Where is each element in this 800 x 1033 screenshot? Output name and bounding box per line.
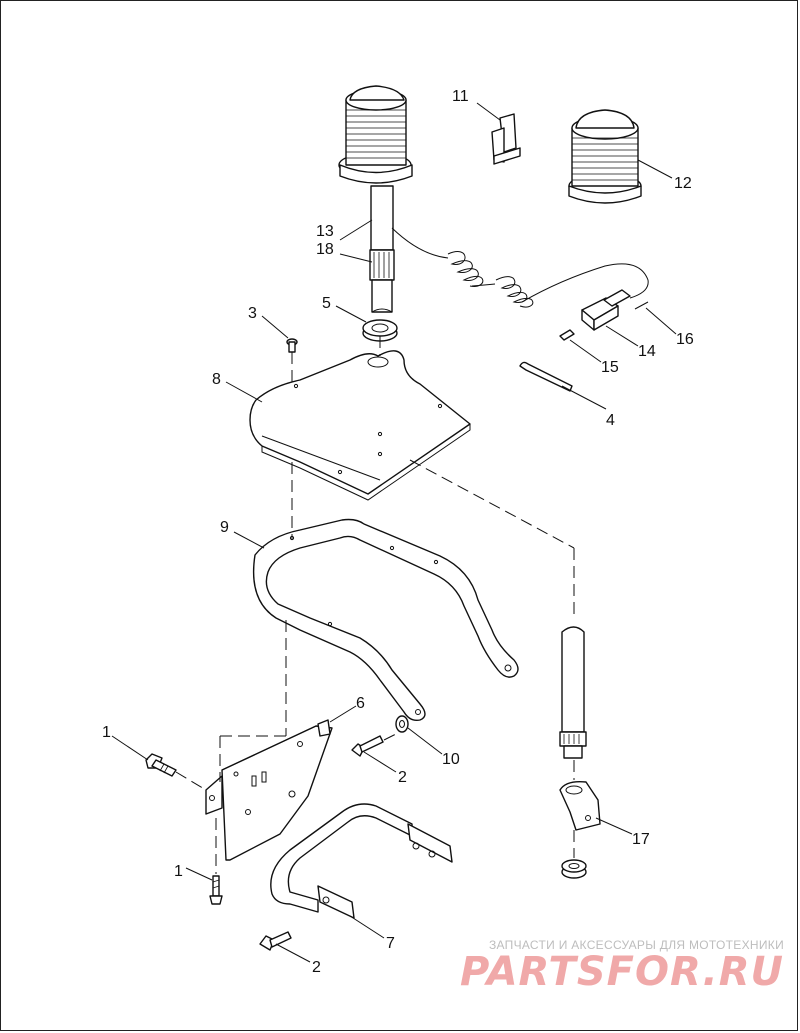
callout-11: 11 bbox=[452, 88, 469, 105]
callout-14: 14 bbox=[638, 343, 656, 360]
bolt-1-lower bbox=[209, 875, 223, 905]
callout-7: 7 bbox=[386, 935, 395, 952]
callout-3: 3 bbox=[248, 305, 257, 322]
nut bbox=[561, 859, 587, 879]
callout-6: 6 bbox=[356, 695, 365, 712]
connector bbox=[581, 289, 631, 331]
callout-16: 16 bbox=[676, 331, 694, 348]
coiled-cord bbox=[391, 227, 649, 308]
bolt-1-upper bbox=[145, 753, 177, 777]
callout-9: 9 bbox=[220, 519, 229, 536]
assembly-line bbox=[409, 459, 575, 549]
callout-1-upper: 1 bbox=[102, 724, 111, 741]
watermark-logo: PARTSFOR.RU bbox=[459, 949, 784, 995]
replacement-lens bbox=[568, 109, 642, 204]
callout-12: 12 bbox=[674, 175, 692, 192]
pin-16 bbox=[634, 301, 649, 310]
clip bbox=[491, 113, 521, 165]
callout-4: 4 bbox=[606, 412, 615, 429]
watermark: ЗАПЧАСТИ И АКСЕССУАРЫ ДЛЯ МОТОТЕХНИКИ PA… bbox=[460, 938, 784, 992]
callout-10: 10 bbox=[442, 751, 460, 768]
side-plate bbox=[205, 719, 333, 861]
assembly-line bbox=[383, 733, 397, 741]
assembly-line bbox=[175, 771, 207, 791]
callout-15: 15 bbox=[601, 359, 619, 376]
terminal-15 bbox=[559, 329, 575, 341]
bolt-2-upper bbox=[351, 735, 384, 757]
callout-18: 18 bbox=[316, 241, 334, 258]
washer bbox=[395, 715, 409, 733]
mounting-plate bbox=[249, 350, 471, 501]
callout-2-upper: 2 bbox=[398, 769, 407, 786]
callout-13: 13 bbox=[316, 223, 334, 240]
lower-tube-bracket bbox=[270, 803, 453, 919]
mast-tube bbox=[559, 626, 587, 759]
beacon-light bbox=[338, 85, 413, 184]
callout-1-lower: 1 bbox=[174, 863, 183, 880]
mast-mount-bracket bbox=[559, 780, 601, 831]
tube-bracket bbox=[252, 518, 519, 722]
callout-2-lower: 2 bbox=[312, 959, 321, 976]
callout-17: 17 bbox=[632, 831, 650, 848]
leader-lines bbox=[111, 102, 677, 963]
cable-tie bbox=[519, 361, 573, 392]
bolt-2-lower bbox=[259, 931, 292, 951]
callout-8: 8 bbox=[212, 371, 221, 388]
beacon-mast bbox=[369, 185, 395, 313]
screw-3 bbox=[286, 338, 298, 353]
watermark-tagline: ЗАПЧАСТИ И АКСЕССУАРЫ ДЛЯ МОТОТЕХНИКИ bbox=[488, 938, 784, 952]
callout-5: 5 bbox=[322, 295, 331, 312]
